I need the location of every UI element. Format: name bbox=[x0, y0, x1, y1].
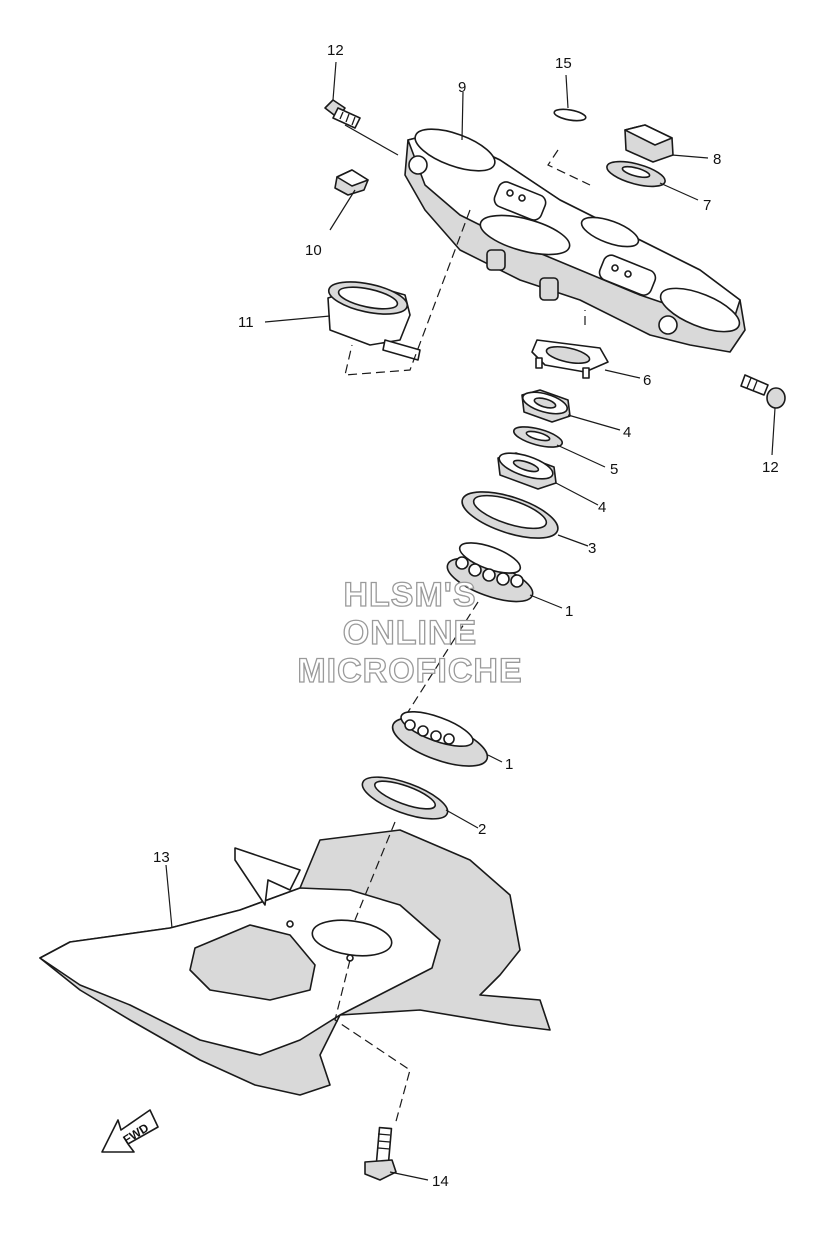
ring-nut-upper bbox=[521, 389, 571, 423]
watermark-line-3: MICROFICHE bbox=[297, 652, 522, 690]
lower-cover-panel bbox=[39, 829, 551, 1096]
rubber-washer bbox=[512, 426, 564, 448]
bracket-bolt-right bbox=[740, 374, 786, 409]
stem-nut bbox=[624, 124, 674, 163]
callout-1-lower: 1 bbox=[505, 756, 513, 773]
small-washer bbox=[553, 108, 587, 122]
callout-14: 14 bbox=[432, 1173, 449, 1190]
flat-washer bbox=[606, 160, 666, 188]
upper-bearing bbox=[446, 542, 534, 603]
clamp-piece bbox=[334, 169, 369, 196]
leader-lines bbox=[165, 61, 776, 1181]
callout-13: 13 bbox=[153, 849, 170, 866]
callout-4-lower: 4 bbox=[598, 499, 606, 516]
callout-12-right: 12 bbox=[762, 459, 779, 476]
ring-nut-lower bbox=[497, 452, 557, 490]
callout-9: 9 bbox=[458, 79, 466, 96]
callout-1-upper: 1 bbox=[565, 603, 573, 620]
callout-2: 2 bbox=[478, 821, 486, 838]
lower-bearing bbox=[391, 710, 489, 767]
stem-cover bbox=[327, 281, 421, 361]
callout-labels: 12 9 15 8 7 10 11 6 4 12 5 4 3 1 1 2 13 … bbox=[153, 42, 779, 1190]
lower-dust-seal bbox=[361, 776, 449, 820]
callout-11: 11 bbox=[238, 314, 254, 331]
callout-8: 8 bbox=[713, 151, 721, 168]
watermark-line-2: ONLINE bbox=[343, 614, 477, 652]
callout-12-top: 12 bbox=[327, 42, 344, 59]
watermark-line-1: HLSM'S bbox=[343, 576, 476, 614]
watermark: HLSM'S ONLINE MICROFICHE bbox=[297, 575, 523, 690]
callout-7: 7 bbox=[703, 197, 711, 214]
bracket-bolt-upper-left bbox=[324, 99, 361, 129]
callout-4-upper: 4 bbox=[623, 424, 631, 441]
lock-washer bbox=[531, 339, 609, 379]
callout-15: 15 bbox=[555, 55, 572, 72]
callout-6: 6 bbox=[643, 372, 651, 389]
panel-bolt bbox=[364, 1126, 397, 1181]
upper-bracket bbox=[404, 128, 746, 353]
fwd-arrow-icon: FWD bbox=[101, 1109, 159, 1153]
bearing-cover bbox=[461, 491, 559, 539]
callout-3: 3 bbox=[588, 540, 596, 557]
callout-10: 10 bbox=[305, 242, 322, 259]
callout-5: 5 bbox=[610, 461, 618, 478]
